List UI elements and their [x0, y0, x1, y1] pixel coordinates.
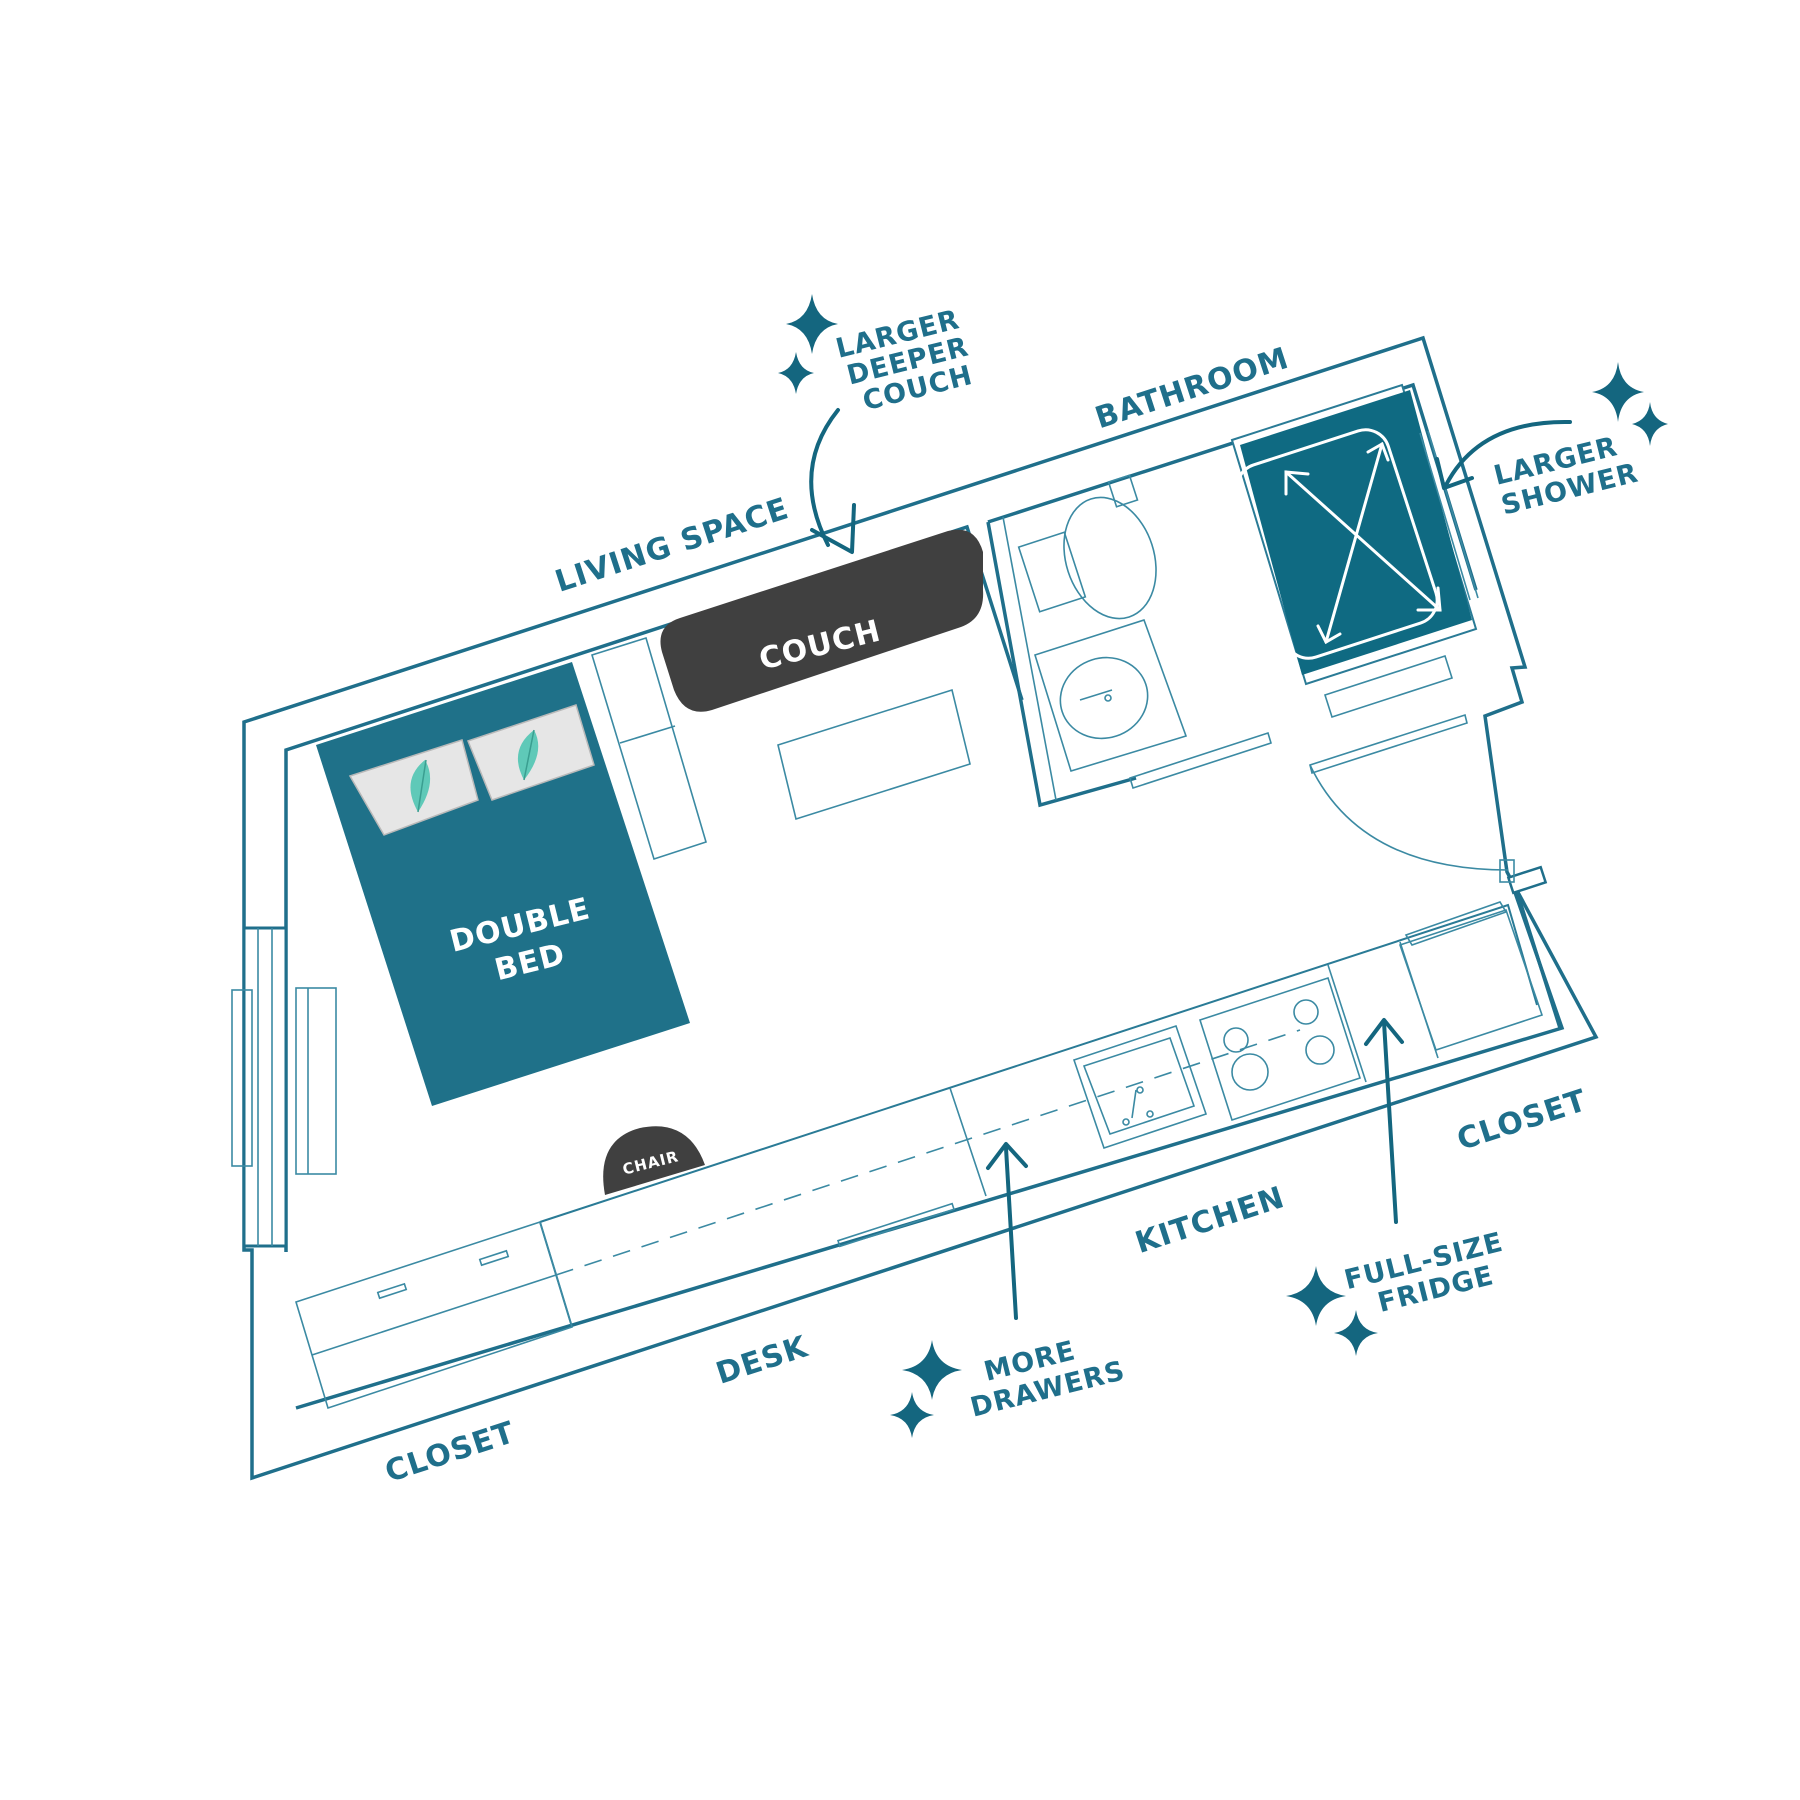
sink-icon	[1034, 619, 1188, 772]
pillow-left	[348, 739, 479, 836]
double-bed: DOUBLE BED	[316, 662, 690, 1106]
sparkle-icon	[1334, 1310, 1378, 1356]
sparkle-icon	[1632, 402, 1668, 446]
arrow-icon	[809, 408, 840, 547]
closet-right-label: CLOSET	[1453, 1083, 1591, 1158]
couch: COUCH	[660, 529, 984, 712]
arrow-icon	[1004, 1146, 1018, 1320]
callout-couch: LARGER DEEPER COUCH	[778, 294, 976, 554]
feather-icon	[517, 729, 539, 781]
toilet-icon	[1017, 474, 1157, 620]
fridge	[1398, 908, 1544, 1052]
bathroom	[986, 382, 1515, 883]
chair: CHAIR	[603, 1126, 705, 1195]
arrow-icon	[1444, 419, 1572, 487]
stove-icon	[1198, 976, 1362, 1122]
kitchen-desk-run	[295, 901, 1544, 1410]
sparkle-icon	[890, 1392, 934, 1438]
outer-walls	[231, 335, 1599, 1481]
feather-icon	[410, 759, 431, 813]
sparkle-icon	[786, 294, 838, 354]
sparkle-icon	[1592, 362, 1644, 422]
callout-drawers: MORE DRAWERS	[890, 1142, 1128, 1438]
arrow-icon	[1382, 1020, 1398, 1224]
shower	[1230, 383, 1479, 719]
shower-arrows-icon	[1284, 441, 1442, 645]
kitchen-label: KITCHEN	[1131, 1180, 1289, 1261]
closet-left-label: CLOSET	[381, 1415, 519, 1490]
callout-fridge: FULL-SIZE FRIDGE	[1286, 1018, 1506, 1356]
desk-label: DESK	[712, 1329, 813, 1392]
sink-icon	[1072, 1024, 1208, 1150]
sparkle-icon	[902, 1340, 962, 1400]
pillow-right	[467, 704, 595, 801]
sparkle-icon	[778, 352, 814, 394]
sparkle-icon	[1286, 1266, 1346, 1326]
living-space: COUCH DOUBLE BED	[316, 529, 984, 1195]
